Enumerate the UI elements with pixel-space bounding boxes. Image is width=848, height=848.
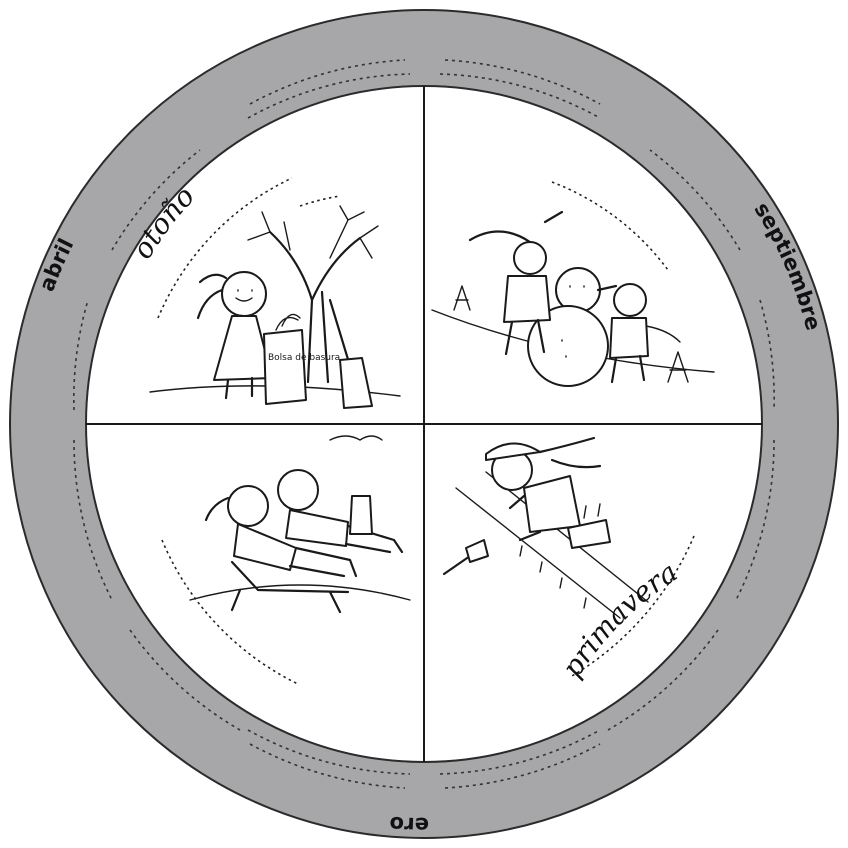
trash-bag-label: Bolsa de basura [268,353,340,363]
